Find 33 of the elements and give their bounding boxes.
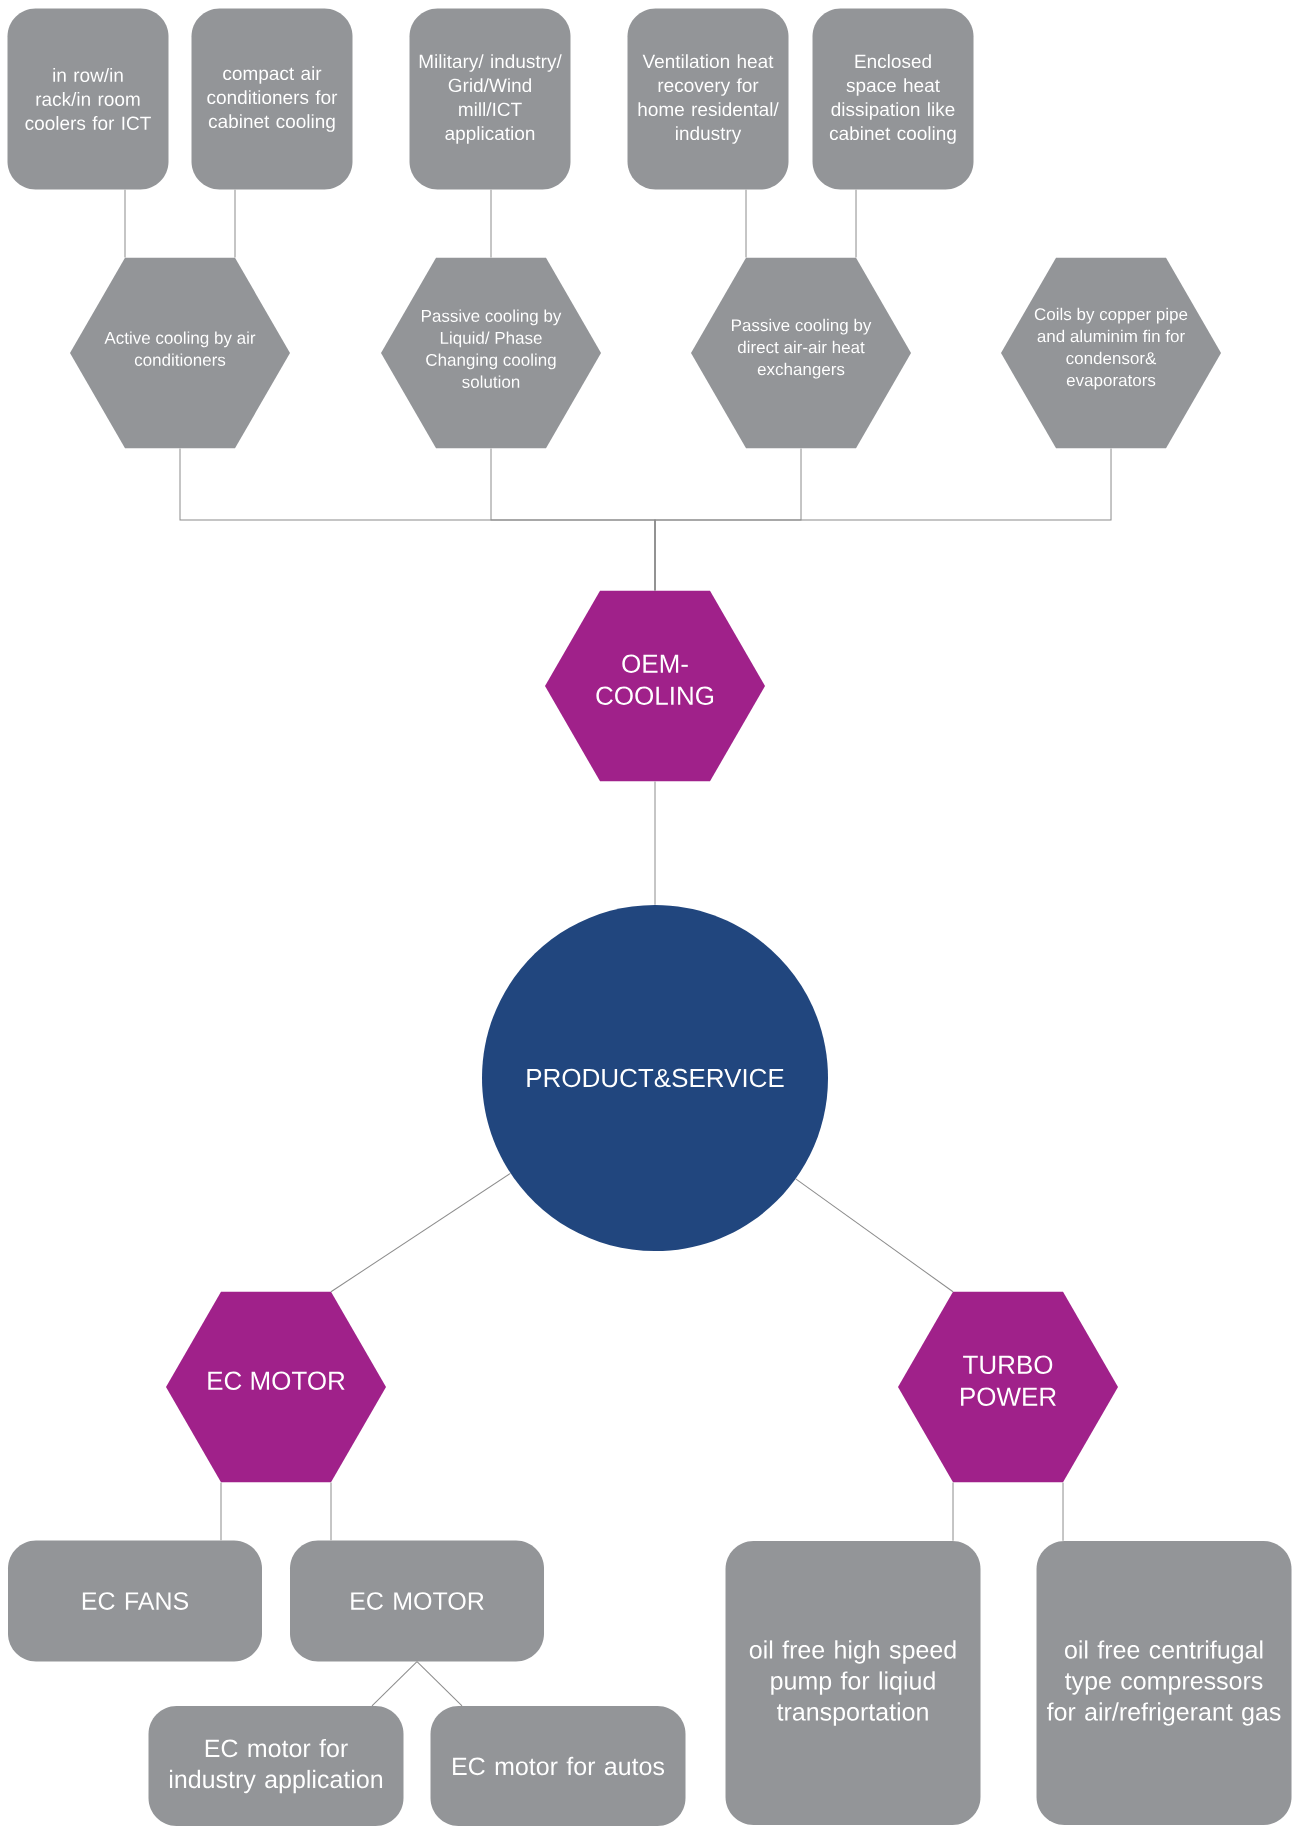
rounded-box: EC motor for autos xyxy=(430,1706,686,1826)
hexagon: OEM-COOLING xyxy=(545,590,765,782)
rounded-box: oil free centrifugal type compressors for air/refrigerant gas xyxy=(1036,1541,1292,1825)
connector-line xyxy=(330,1482,332,1541)
connector-line xyxy=(654,448,1112,591)
connector-line xyxy=(416,1661,463,1707)
rounded-box: EC FANS xyxy=(8,1540,262,1662)
rounded-box: EC motor for industry application xyxy=(148,1706,404,1826)
hexagon: EC MOTOR xyxy=(166,1291,386,1483)
hexagon: TURBO POWER xyxy=(898,1291,1118,1483)
connector-line xyxy=(952,1482,954,1542)
hexagon: Coils by copper pipe and aluminim fin for condensor& evaporators xyxy=(1001,257,1221,449)
connector-line xyxy=(745,189,747,258)
connector-line xyxy=(220,1482,222,1541)
rounded-box: in row/in rack/in room coolers for ICT xyxy=(7,8,169,190)
connector-line xyxy=(855,189,857,258)
rounded-box: compact air conditioners for cabinet cooling xyxy=(191,8,353,190)
hexagon: Passive cooling by Liquid/ Phase Changing cooling solution xyxy=(381,257,601,449)
connector-line xyxy=(124,189,126,258)
connector-line xyxy=(795,1178,954,1293)
rounded-box: oil free high speed pump for liqiud transportation xyxy=(725,1541,981,1825)
connector-line xyxy=(490,189,492,258)
connector-line xyxy=(371,1661,418,1707)
connector-line xyxy=(330,1172,511,1293)
connector-line xyxy=(234,189,236,258)
connector-line xyxy=(1062,1482,1064,1542)
connector-line xyxy=(654,781,656,906)
rounded-box: EC MOTOR xyxy=(290,1540,544,1662)
rounded-box: Enclosed space heat dissipation like cabinet cooling xyxy=(812,8,974,190)
hexagon: Active cooling by air conditioners xyxy=(70,257,290,449)
hexagon: Passive cooling by direct air-air heat exchangers xyxy=(691,257,911,449)
rounded-box: Military/ industry/ Grid/Wind mill/ICT application xyxy=(409,8,571,190)
rounded-box: Ventilation heat recovery for home residental/ industry xyxy=(627,8,789,190)
